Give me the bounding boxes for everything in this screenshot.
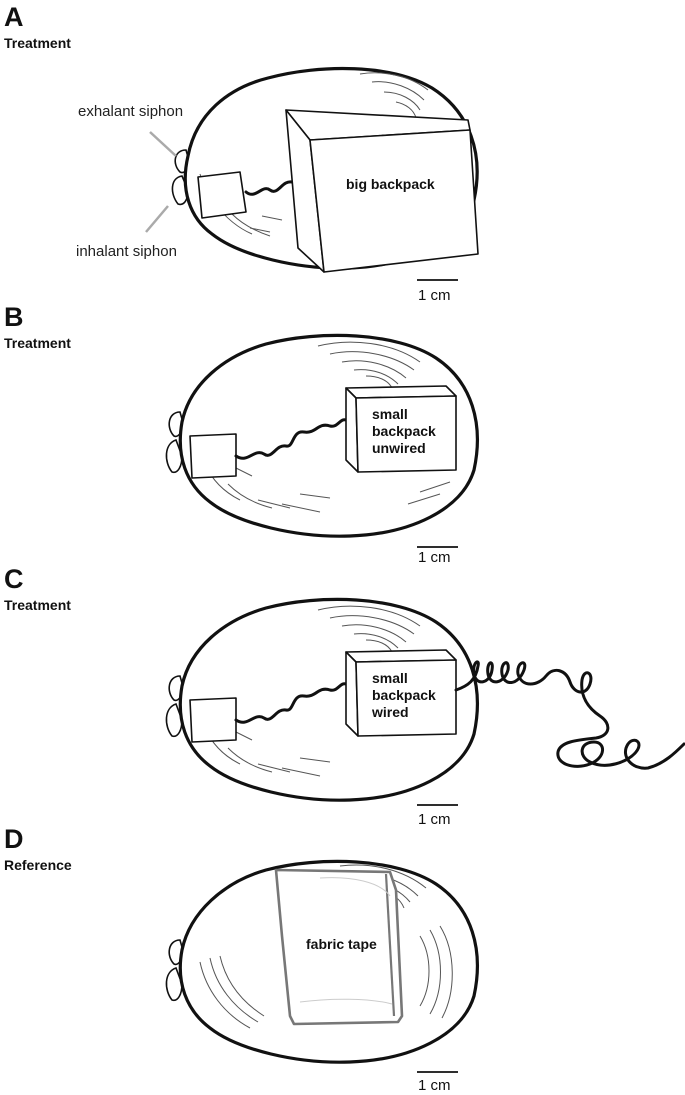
panel-letter: D: [4, 824, 24, 854]
clam-shell: [178, 597, 479, 802]
condition-label: Treatment: [4, 35, 71, 51]
wire: [234, 418, 348, 460]
exhalant-pointer-line: [149, 131, 177, 157]
condition-label: Treatment: [4, 597, 71, 613]
panel-b: B Treatment smal: [0, 304, 685, 572]
device-label-line: fabric tape: [306, 936, 377, 952]
big-backpack-box: [285, 109, 479, 273]
condition-label: Reference: [4, 857, 72, 873]
device-label-line: wired: [372, 704, 409, 720]
exhalant-siphon-label: exhalant siphon: [78, 103, 184, 120]
inhalant-pointer-line: [145, 205, 169, 233]
growth-rings: [199, 72, 429, 237]
small-backpack-box: [345, 385, 457, 473]
small-backpack-box: [345, 649, 457, 737]
panel-letter: C: [4, 564, 24, 594]
scale-label: 1 cm: [418, 287, 451, 304]
device-label-line: small: [372, 670, 408, 686]
clam-illustration-c: [165, 597, 685, 806]
device-label-line: backpack: [372, 687, 436, 703]
clam-illustration-d: [165, 859, 479, 1073]
device-label: small backpack unwired: [372, 406, 436, 457]
panel-d: D Reference fabric tape 1 cm: [0, 826, 685, 1095]
clam-shell: [178, 333, 479, 538]
wire: [234, 682, 348, 724]
fabric-tape-texture: [299, 877, 393, 1005]
wire: [244, 180, 294, 196]
panel-a: A Treatment: [0, 2, 685, 303]
condition-label: Treatment: [4, 335, 71, 351]
fabric-tape-patch: [274, 868, 404, 1026]
device-label-line: unwired: [372, 440, 426, 456]
clam-illustration-b: [165, 333, 479, 548]
scale-label: 1 cm: [418, 811, 451, 828]
external-coiled-wire: [454, 660, 685, 770]
device-label: big backpack: [346, 176, 435, 193]
device-label-line: small: [372, 406, 408, 422]
clam-illustration-a: [145, 66, 479, 281]
scale-label: 1 cm: [418, 1077, 451, 1094]
sensor-box: [197, 171, 247, 219]
device-label: fabric tape: [306, 936, 377, 953]
panel-letter: B: [4, 302, 24, 332]
device-label-line: backpack: [372, 423, 436, 439]
panel-c: C Treatment small: [0, 566, 685, 834]
panel-letter: A: [4, 2, 24, 32]
fabric-tape-edge: [384, 873, 396, 1017]
sensor-box: [189, 697, 237, 743]
scale-label: 1 cm: [418, 549, 451, 566]
inhalant-siphon-label: inhalant siphon: [76, 243, 177, 260]
device-label: small backpack wired: [372, 670, 436, 721]
device-label-line: big backpack: [346, 176, 435, 192]
sensor-box: [189, 433, 237, 479]
